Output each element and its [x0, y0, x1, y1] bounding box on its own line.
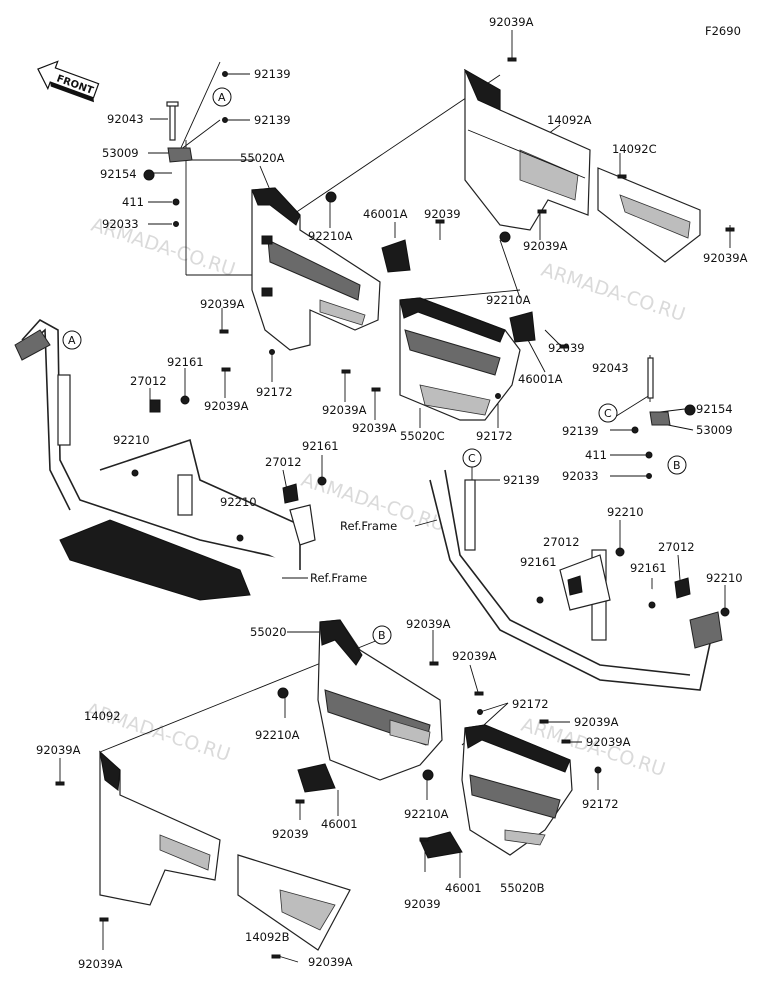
callout-a-left: A [62, 330, 82, 350]
label-92043-left: 92043 [107, 112, 144, 126]
label-55020C: 55020C [400, 429, 445, 443]
label-92172-1: 92172 [256, 385, 293, 399]
label-92172-4: 92172 [582, 797, 619, 811]
svg-text:B: B [378, 629, 386, 642]
label-14092A: 14092A [547, 113, 592, 127]
svg-text:A: A [68, 334, 76, 347]
label-92210A-1: 92210A [308, 229, 353, 243]
label-92210A-4: 92210A [404, 807, 449, 821]
label-46001-2: 46001 [445, 881, 482, 895]
label-27012-r2: 27012 [658, 540, 695, 554]
label-92139-a1: 92139 [254, 67, 291, 81]
label-14092B: 14092B [245, 930, 290, 944]
door-55020B [422, 724, 602, 856]
label-92039A-4: 92039A [200, 297, 245, 311]
panel-14092B [237, 854, 351, 951]
label-27012-l2: 27012 [265, 455, 302, 469]
label-92039-2: 92039 [548, 341, 585, 355]
label-92039A-6: 92039A [322, 403, 367, 417]
callout-b-lower: B [372, 625, 392, 645]
label-92172-3: 92172 [512, 697, 549, 711]
label-92210-r2: 92210 [706, 571, 743, 585]
label-55020: 55020 [250, 625, 287, 639]
panel-14092A [463, 68, 591, 231]
label-92154-right: 92154 [696, 402, 733, 416]
label-14092: 14092 [84, 709, 121, 723]
door-55020C [399, 297, 521, 421]
label-55020B: 55020B [500, 881, 545, 895]
label-92039A-2: 92039A [523, 239, 568, 253]
part-labels: 92039A 92139 92139 92043 53009 92154 411… [36, 15, 748, 971]
label-92039A-3: 92039A [703, 251, 748, 265]
label-92043-right: 92043 [592, 361, 629, 375]
leader-lines [59, 30, 731, 963]
label-92039A-8: 92039A [406, 617, 451, 631]
label-46001A-2: 46001A [518, 372, 563, 386]
label-92210-l2: 92210 [220, 495, 257, 509]
label-92039A-7: 92039A [352, 421, 397, 435]
svg-text:C: C [604, 407, 612, 420]
label-14092C: 14092C [612, 142, 657, 156]
label-92161-r1: 92161 [520, 555, 557, 569]
label-46001-1: 46001 [321, 817, 358, 831]
diagram-code: F2690 [705, 24, 741, 38]
bracket-bolts-top-left [143, 71, 228, 227]
label-55020A: 55020A [240, 151, 285, 165]
front-arrow-icon: FRONT [37, 60, 100, 103]
label-27012-r1: 27012 [543, 535, 580, 549]
panel-14092C [597, 167, 701, 263]
label-92172-2: 92172 [476, 429, 513, 443]
label-92154-left: 92154 [100, 167, 137, 181]
callout-c-center: C [462, 448, 482, 468]
fasteners [55, 57, 735, 959]
label-92210A-2: 92210A [486, 293, 531, 307]
svg-text:A: A [218, 91, 226, 104]
label-92039-3: 92039 [272, 827, 309, 841]
label-92039A-13: 92039A [78, 957, 123, 971]
callout-c-right: C [598, 403, 618, 423]
label-92039A-top: 92039A [489, 15, 534, 29]
label-ref-frame-center: Ref.Frame [340, 519, 397, 533]
label-27012-l1: 27012 [130, 374, 167, 388]
latch-46001 [297, 763, 463, 859]
svg-text:C: C [468, 452, 476, 465]
label-92039A-9: 92039A [452, 649, 497, 663]
bracket-bolts-right [631, 357, 696, 479]
label-46001A-1: 46001A [363, 207, 408, 221]
label-92039A-14: 92039A [308, 955, 353, 969]
label-92161-l2: 92161 [302, 439, 339, 453]
watermark-2: ARMADA-CO.RU [538, 259, 687, 326]
callout-b-right: B [667, 455, 687, 475]
door-55020A [251, 187, 381, 351]
label-92210-r1: 92210 [607, 505, 644, 519]
latch-46001A [381, 239, 536, 343]
label-ref-frame-left: Ref.Frame [310, 571, 367, 585]
label-53009-right: 53009 [696, 423, 733, 437]
door-55020 [277, 619, 443, 781]
label-92139-a2: 92139 [254, 113, 291, 127]
label-92033-left: 92033 [102, 217, 139, 231]
label-92210A-3: 92210A [255, 728, 300, 742]
left-frame [14, 318, 327, 601]
label-92210-l1: 92210 [113, 433, 150, 447]
label-92039A-11: 92039A [586, 735, 631, 749]
label-92139-center: 92139 [503, 473, 540, 487]
panel-14092 [99, 750, 221, 906]
label-92161-r2: 92161 [630, 561, 667, 575]
label-92039-4: 92039 [404, 897, 441, 911]
label-92039-1: 92039 [424, 207, 461, 221]
label-92039A-12: 92039A [36, 743, 81, 757]
label-92139-right: 92139 [562, 424, 599, 438]
label-92039A-5: 92039A [204, 399, 249, 413]
callout-a-top: A [212, 87, 232, 107]
label-411-left: 411 [122, 195, 144, 209]
right-frame [429, 469, 730, 691]
label-53009-left: 53009 [102, 146, 139, 160]
label-92161-l1: 92161 [167, 355, 204, 369]
svg-text:B: B [673, 459, 681, 472]
label-92039A-10: 92039A [574, 715, 619, 729]
label-411-right: 411 [585, 448, 607, 462]
label-92033-right: 92033 [562, 469, 599, 483]
